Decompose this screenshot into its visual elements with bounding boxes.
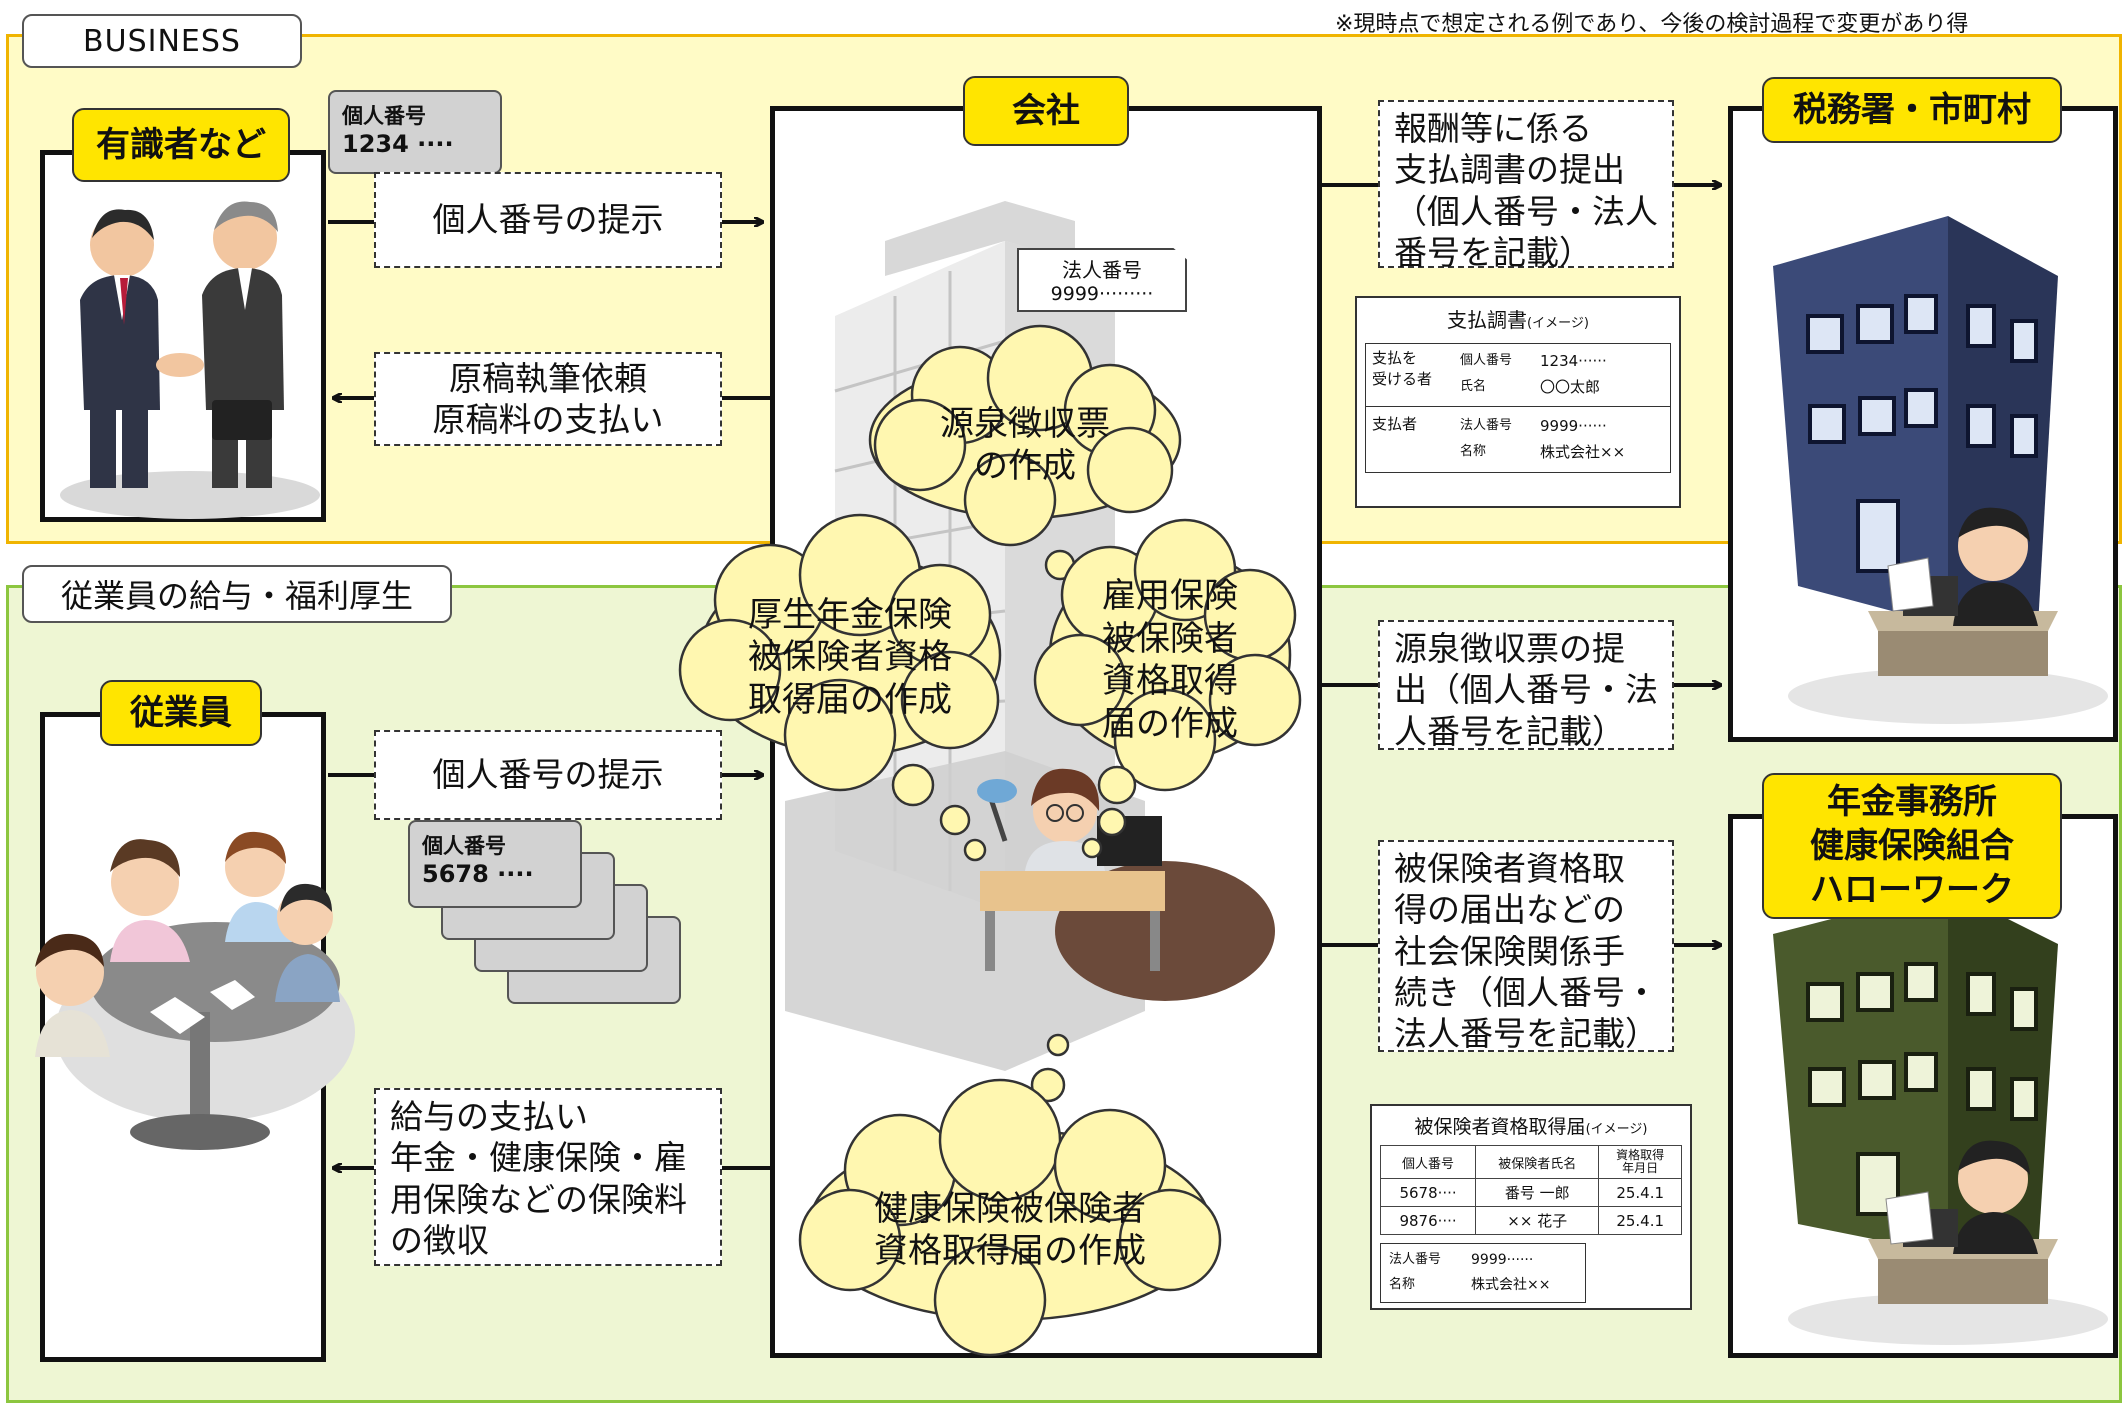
handshake-people-illustration bbox=[60, 201, 320, 519]
flow-expert-request: 原稿執筆依頼 原稿料の支払い bbox=[374, 352, 722, 446]
thought-health-text: 健康保険被保険者 資格取得届の作成 bbox=[874, 1188, 1146, 1272]
doc-title-row: 被保険者資格取得届(イメージ) bbox=[1380, 1112, 1682, 1139]
field-value: 9999······ bbox=[1471, 1252, 1534, 1269]
employee-id-card: 個人番号 5678 ···· bbox=[408, 820, 582, 908]
pension-office-building-illustration bbox=[1773, 889, 2108, 1345]
expert-box bbox=[40, 150, 326, 522]
business-tab: BUSINESS bbox=[22, 14, 302, 68]
cloud-withholding bbox=[868, 324, 1182, 547]
table-cell: 9876···· bbox=[1379, 1206, 1477, 1236]
table-row: 5678···· 番号 一郎 25.4.1 bbox=[1379, 1178, 1682, 1208]
field-name: 個人番号 bbox=[1460, 353, 1513, 368]
cloud-pension bbox=[678, 513, 1002, 792]
field-value: 株式会社×× bbox=[1471, 1276, 1551, 1293]
employee-label: 従業員 bbox=[100, 680, 262, 746]
flow-expert-present: 個人番号の提示 bbox=[374, 172, 722, 268]
table-row: 9876···· ×× 花子 25.4.1 bbox=[1379, 1206, 1682, 1236]
employee-tab: 従業員の給与・福利厚生 bbox=[22, 565, 452, 623]
doc-title-row: 支払調書(イメージ) bbox=[1365, 304, 1671, 333]
pension-office-label: 年金事務所 健康保険組合 ハローワーク bbox=[1762, 773, 2062, 919]
flow-employee-pay: 給与の支払い 年金・健康保険・雇 用保険などの保険料 の徴収 bbox=[374, 1088, 722, 1266]
thought-withholding-text: 源泉徴収票 の作成 bbox=[940, 403, 1110, 487]
field-name: 法人番号 bbox=[1389, 1252, 1442, 1268]
flow-employee-present: 個人番号の提示 bbox=[374, 730, 722, 820]
expert-id-card: 個人番号 1234 ···· bbox=[328, 90, 502, 174]
insurance-doc: 被保険者資格取得届(イメージ) 個人番号 被保険者氏名 資格取得 年月日 567… bbox=[1370, 1104, 1692, 1310]
company-label: 会社 bbox=[963, 76, 1129, 146]
disclaimer-note: ※現時点で想定される例であり、今後の検討過程で変更があり得 bbox=[1335, 12, 1969, 37]
field-name: 氏名 bbox=[1460, 379, 1487, 394]
cloud-employment bbox=[1033, 518, 1302, 792]
flow-submit-social-insurance: 被保険者資格取 得の届出などの 社会保険関係手 続き（個人番号・ 法人番号を記載… bbox=[1378, 840, 1674, 1053]
table-cell: 番号 一郎 bbox=[1475, 1178, 1600, 1208]
doc-title: 被保険者資格取得届 bbox=[1414, 1116, 1586, 1138]
tag-label: 法人番号 bbox=[1062, 258, 1142, 282]
tag-number: 9999········· bbox=[1050, 283, 1154, 305]
card-number: 5678 ···· bbox=[422, 860, 534, 888]
doc-title-suffix: (イメージ) bbox=[1585, 1122, 1648, 1137]
payment-record-doc: 支払調書(イメージ) 支払を 受ける者 個人番号 氏名 1234······ 〇… bbox=[1355, 296, 1681, 508]
table-cell: 5678···· bbox=[1379, 1178, 1477, 1208]
table-cell: 25.4.1 bbox=[1598, 1178, 1682, 1208]
header-cell: 被保険者氏名 bbox=[1475, 1144, 1600, 1180]
doc-payer-section: 支払者 法人番号 名称 9999······ 株式会社×× bbox=[1365, 407, 1671, 473]
cloud-health bbox=[798, 1078, 1222, 1357]
card-label: 個人番号 bbox=[422, 834, 506, 858]
tax-office-label: 税務署・市町村 bbox=[1762, 77, 2062, 143]
thought-pension-text: 厚生年金保険 被保険者資格 取得届の作成 bbox=[748, 594, 952, 720]
employee-box bbox=[35, 712, 355, 1362]
header-cell: 資格取得 年月日 bbox=[1598, 1144, 1682, 1180]
thought-employment-text: 雇用保険 被保険者 資格取得 届の作成 bbox=[1102, 576, 1238, 744]
field-value: 9999······ bbox=[1540, 417, 1607, 435]
doc-title-suffix: (イメージ) bbox=[1527, 316, 1589, 331]
table-header-row: 個人番号 被保険者氏名 資格取得 年月日 bbox=[1379, 1144, 1682, 1180]
payer-label: 支払者 bbox=[1372, 415, 1418, 433]
recipient-label: 支払を 受ける者 bbox=[1372, 349, 1433, 388]
doc-title: 支払調書 bbox=[1447, 308, 1528, 332]
header-cell: 個人番号 bbox=[1379, 1144, 1477, 1180]
field-value: 〇〇太郎 bbox=[1540, 378, 1601, 397]
flow-submit-withholding: 源泉徴収票の提 出（個人番号・法 人番号を記載） bbox=[1378, 620, 1674, 751]
field-value: 1234······ bbox=[1540, 352, 1607, 370]
field-name: 名称 bbox=[1460, 444, 1487, 459]
flow-submit-payment-record: 報酬等に係る 支払調書の提出 （個人番号・法人 番号を記載） bbox=[1378, 100, 1674, 272]
table-cell: 25.4.1 bbox=[1598, 1206, 1682, 1236]
corp-section: 法人番号 名称 9999······ 株式会社×× bbox=[1380, 1243, 1586, 1303]
insurance-table: 個人番号 被保険者氏名 資格取得 年月日 5678···· 番号 一郎 25.4… bbox=[1379, 1144, 1682, 1236]
expert-label: 有識者など bbox=[72, 108, 290, 182]
tax-office-building-illustration bbox=[1773, 216, 2108, 724]
field-name: 法人番号 bbox=[1460, 418, 1513, 433]
card-label: 個人番号 bbox=[342, 104, 426, 128]
table-cell: ×× 花子 bbox=[1475, 1206, 1600, 1236]
card-number: 1234 ···· bbox=[342, 130, 454, 158]
meeting-people-illustration bbox=[35, 831, 355, 1150]
field-name: 名称 bbox=[1389, 1277, 1416, 1293]
doc-recipient-section: 支払を 受ける者 個人番号 氏名 1234······ 〇〇太郎 bbox=[1365, 343, 1671, 407]
field-value: 株式会社×× bbox=[1540, 443, 1626, 462]
corporate-number-tag: 法人番号 9999········· bbox=[1017, 248, 1187, 312]
